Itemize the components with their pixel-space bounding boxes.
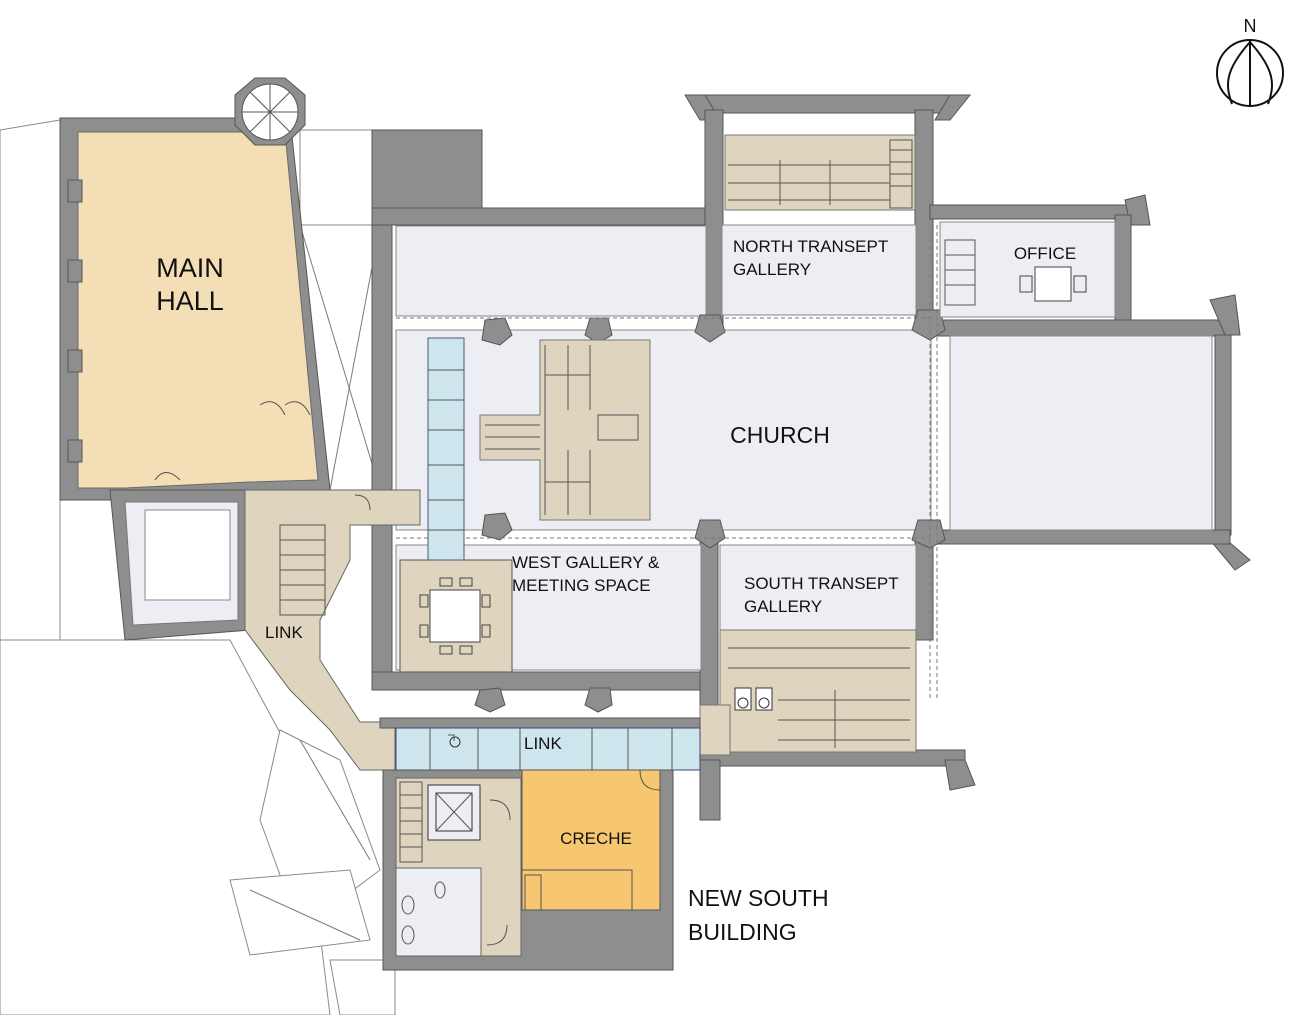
north-arrow-label: N: [1244, 16, 1257, 36]
nave-north-aisle: [395, 225, 707, 317]
link-west-label: LINK: [265, 623, 303, 642]
south-transept-label-line2: GALLERY: [744, 597, 822, 616]
north-transept-label-line1: NORTH TRANSEPT: [733, 237, 888, 256]
meeting-space: [399, 559, 513, 673]
spiral-stair-icon: [234, 77, 306, 146]
church-label: CHURCH: [730, 422, 830, 448]
link-south: [379, 717, 701, 771]
creche-label: CRECHE: [560, 829, 632, 848]
main-hall: [59, 117, 331, 501]
wheelchair-icon: [448, 734, 461, 748]
main-hall-label-line2: HALL: [156, 286, 224, 316]
chancel: [949, 335, 1213, 531]
nave: [395, 329, 932, 531]
office: [939, 221, 1116, 318]
north-transept-label-line2: GALLERY: [733, 260, 811, 279]
new-south-building-label-line2: BUILDING: [688, 919, 797, 945]
office-label: OFFICE: [1014, 244, 1076, 263]
glazed-walkway: [427, 337, 465, 561]
north-gallery-pews: [724, 134, 916, 211]
table-icon: [1019, 266, 1087, 302]
new-south-building-label-line1: NEW SOUTH: [688, 885, 829, 911]
west-gallery-label-line2: MEETING SPACE: [512, 576, 651, 595]
labels: N MAIN HALL CHURCH NORTH TRANSEPT GALLER…: [156, 16, 1256, 945]
link-south-label: LINK: [524, 734, 562, 753]
lift-icon: [427, 784, 481, 841]
north-transept-gallery: [721, 134, 917, 316]
hall-annex: [109, 489, 251, 641]
west-gallery-pews: [479, 339, 651, 521]
main-hall-label-line1: MAIN: [156, 253, 224, 283]
north-arrow-icon: [1216, 39, 1284, 107]
south-transept-gallery: [699, 544, 917, 756]
wheelchair-icon: [734, 687, 773, 711]
table-icon: [419, 577, 491, 655]
west-gallery-label-line1: WEST GALLERY &: [512, 553, 660, 572]
link-west: [244, 489, 421, 771]
south-transept-label-line1: SOUTH TRANSEPT: [744, 574, 899, 593]
surrounding-context: [0, 119, 396, 1015]
new-south-building: [382, 769, 674, 971]
